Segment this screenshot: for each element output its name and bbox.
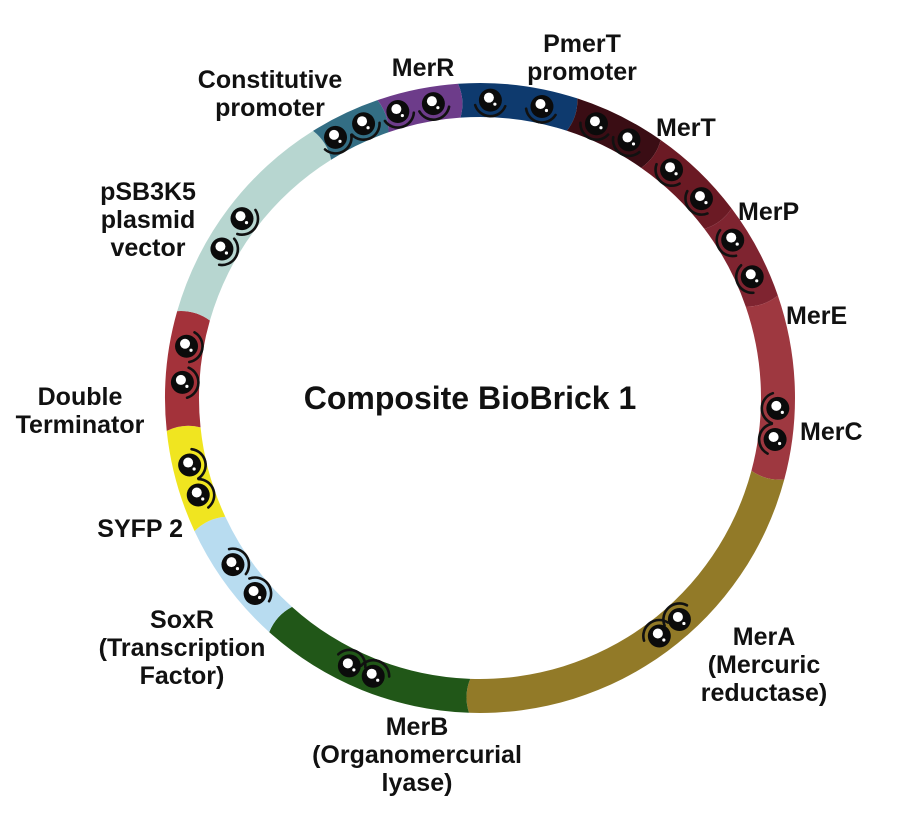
label-line: (Mercuric [707, 651, 821, 679]
eye-icon [230, 207, 260, 236]
segment-mere [704, 208, 778, 307]
segment-merp [641, 139, 732, 229]
label-merr: MerR [392, 54, 455, 82]
eye-icon [178, 447, 207, 480]
label-line: vector [110, 234, 186, 262]
label-line: (Transcription [98, 634, 266, 662]
label-line: Terminator [15, 411, 145, 439]
segment-merb [269, 606, 471, 713]
label-line: MerR [391, 54, 455, 82]
eye-icon [383, 100, 416, 129]
segment-constitutive-promoter [313, 100, 389, 160]
label-mert: MerT [656, 114, 716, 142]
eye-icon [611, 128, 641, 158]
segment-syfp2 [166, 425, 226, 532]
segment-mert [566, 98, 661, 168]
label-merp: MerP [738, 198, 799, 226]
label-line: MerT [656, 114, 716, 142]
segment-soxr [194, 516, 292, 633]
eye-icon [654, 158, 684, 187]
label-line: Double [37, 383, 123, 411]
eye-icon [350, 112, 381, 141]
eye-icon [336, 648, 367, 678]
eye-icon [170, 366, 200, 400]
label-line: (Organomercurial [312, 741, 522, 769]
label-line: MerB [385, 713, 449, 741]
eye-icon [473, 88, 507, 118]
eye-icon [642, 618, 671, 648]
segment-pmert-promoter [458, 83, 578, 131]
diagram-title: Composite BioBrick 1 [303, 380, 637, 416]
eye-icon [221, 547, 251, 577]
segment-mera [466, 470, 785, 713]
label-line: Factor) [139, 662, 225, 690]
segment-psb3k5-plasmid-vector [177, 130, 332, 321]
label-line: plasmid [100, 206, 196, 234]
label-line: Constitutive [197, 66, 343, 94]
eye-icon [715, 228, 745, 258]
label-line: MerP [738, 198, 800, 226]
label-line: MerA [732, 623, 796, 651]
eye-icon [359, 658, 391, 688]
label-line: lyase) [381, 769, 453, 797]
label-syfp2: SYFP 2 [97, 515, 183, 543]
label-line: promoter [527, 58, 637, 86]
eye-icon [524, 95, 557, 124]
label-merc: MerC [800, 418, 863, 446]
label-line: reductase) [700, 679, 828, 707]
label-line: SYFP 2 [97, 515, 183, 543]
eye-icon [175, 331, 204, 364]
segment-merc [745, 295, 795, 480]
label-line: PmerT [543, 30, 621, 58]
eye-icon [579, 112, 610, 141]
eye-icon [760, 391, 790, 425]
label-line: promoter [215, 94, 325, 122]
segment-double-terminator [165, 311, 210, 431]
eye-icon [323, 125, 353, 155]
eye-icon [734, 263, 764, 295]
eye-icon [243, 576, 273, 606]
label-line: MerE [786, 302, 848, 330]
eye-icon [757, 422, 787, 455]
eye-icon [186, 477, 216, 509]
label-line: pSB3K5 [100, 178, 196, 206]
label-line: SoxR [150, 606, 214, 634]
label-line: MerC [800, 418, 863, 446]
eye-icon [210, 237, 240, 267]
eye-icon [418, 92, 451, 121]
label-mere: MerE [786, 302, 847, 330]
eye-icon [684, 187, 713, 216]
segment-merr [377, 83, 463, 133]
